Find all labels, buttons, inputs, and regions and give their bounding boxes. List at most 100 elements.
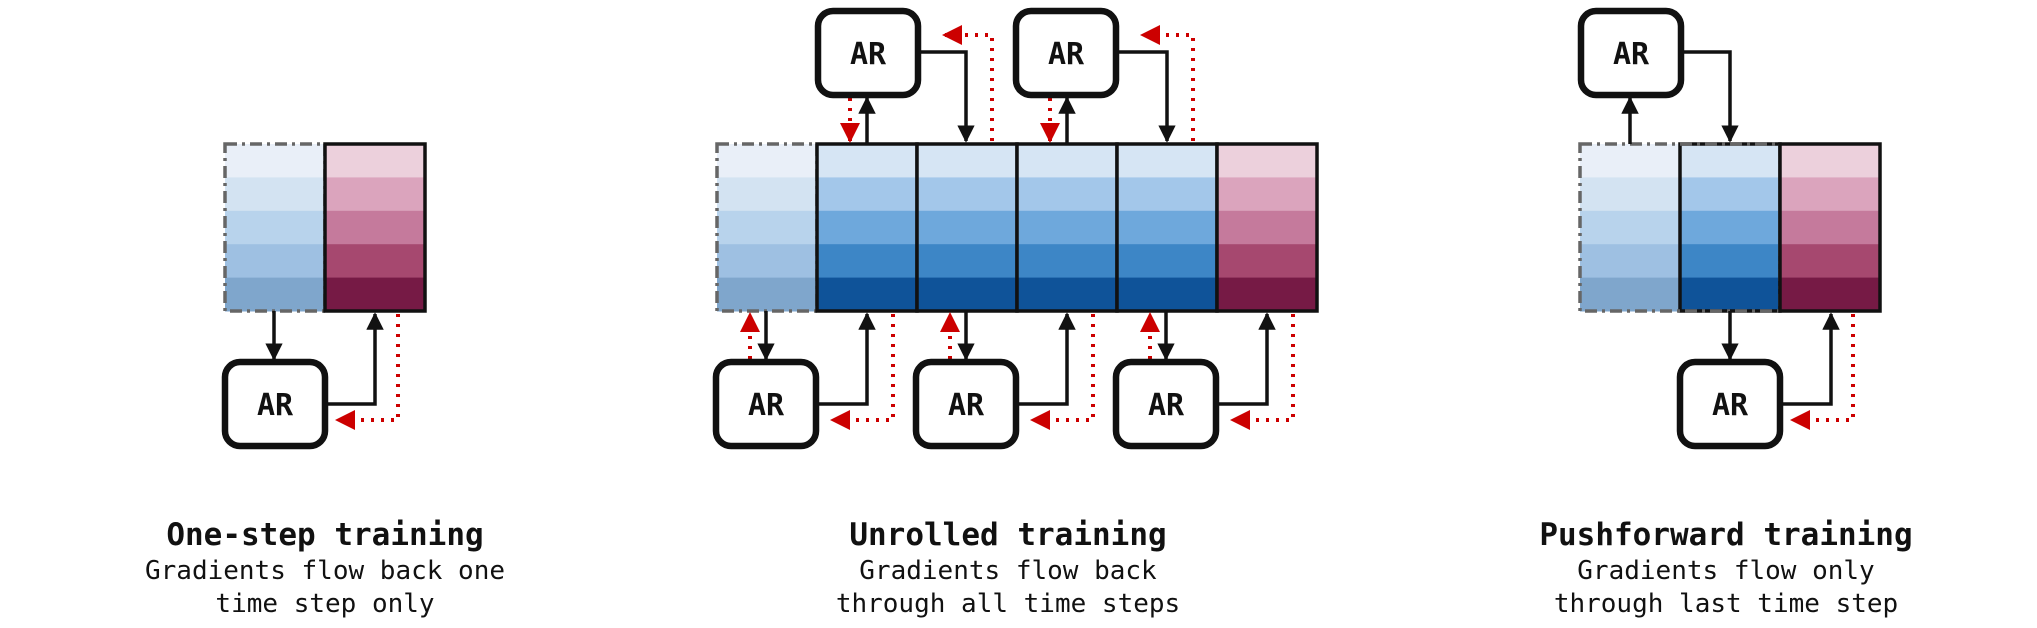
panel-title: One-step training [166,517,484,553]
tile-band [817,277,917,312]
tile-band [717,210,817,245]
predicted-state-tile [1678,142,1782,313]
tile-band [1780,244,1880,279]
tile-band [1017,277,1117,312]
panel-subtitle-line2: time step only [215,589,435,619]
forward-arrow [921,50,975,143]
tile-band [1580,244,1680,279]
tile-border [1215,142,1319,313]
ar-model-box [1112,358,1220,450]
tile-band [917,210,1017,245]
tile-band [1017,244,1117,279]
tile-band [1117,277,1217,312]
tile-band [1580,277,1680,312]
ar-model-box [814,7,922,99]
ar-model-label: AR [948,388,985,423]
gradient-arrow [1140,25,1195,141]
tile-band [917,177,1017,212]
tile-band [717,244,817,279]
tile-band [1580,177,1680,212]
tile-band [1117,244,1217,279]
ar-model-label: AR [257,388,294,423]
tile-band [817,244,917,279]
tile-band [1780,277,1880,312]
forward-arrow [1684,50,1739,143]
tile-band [325,210,425,245]
panel-subtitle-line1: Gradients flow back one [144,556,506,586]
ar-model-box [221,358,329,450]
panel-subtitle-line1: Gradients flow back [859,556,1157,586]
caption-pushforward: Pushforward training Gradients flow only… [1466,515,1986,621]
caption-unrolled: Unrolled training Gradients flow back th… [748,515,1268,621]
ar-model-label: AR [1148,388,1185,423]
tile-band [1780,144,1880,178]
tile-band [917,244,1017,279]
tile-band [1580,144,1680,178]
ar-model-label: AR [1613,37,1650,72]
tile-band [325,244,425,279]
tile-band [1117,144,1217,178]
panel-subtitle-line2: through last time step [1553,589,1899,619]
panel-subtitle-line1: Gradients flow only [1577,556,1875,586]
tile-band [325,144,425,178]
predicted-state-tile [815,142,919,313]
predicted-state-tile [915,142,1019,313]
tile-band [1680,144,1780,178]
ar-model-box [1577,7,1685,99]
tile-band [325,177,425,212]
tile-band [225,244,325,279]
forward-arrow [1219,312,1276,406]
panel-title: Pushforward training [1539,517,1913,553]
ar-model-label: AR [1712,388,1749,423]
tile-band [225,210,325,245]
tile-border [323,142,427,313]
caption-one-step: One-step training Gradients flow back on… [65,515,585,621]
tile-band [1217,144,1317,178]
forward-arrow [1783,312,1840,406]
tile-band [817,177,917,212]
tile-band [1580,210,1680,245]
tile-band [1680,277,1780,312]
ar-model-label: AR [748,388,785,423]
ar-model-box [912,358,1020,450]
tile-band [917,144,1017,178]
tile-band [1017,144,1117,178]
panel-subtitle-line2: through all time steps [835,589,1181,619]
ar-model-label: AR [850,37,887,72]
tile-band [1117,177,1217,212]
forward-arrow [819,312,876,406]
tile-band [1680,244,1780,279]
tile-band [1217,210,1317,245]
tile-band [225,277,325,312]
ar-model-box [1676,358,1784,450]
target-state-tile [1215,142,1319,313]
ar-model-box [712,358,820,450]
tile-band [717,144,817,178]
predicted-state-tile [1015,142,1119,313]
tile-band [1680,177,1780,212]
forward-arrow [1119,50,1176,143]
panel-title: Unrolled training [849,517,1167,553]
input-state-tile [1580,144,1680,312]
target-state-tile [323,142,427,313]
tile-band [1217,277,1317,312]
ar-model-label: AR [1048,37,1085,72]
tile-band [717,177,817,212]
tile-band [225,144,325,178]
tile-border [1778,142,1882,313]
tile-band [817,144,917,178]
tile-band [325,277,425,312]
input-state-tile [717,144,817,312]
tile-band [1017,177,1117,212]
ar-model-box [1012,7,1120,99]
tile-band [1117,210,1217,245]
target-state-tile [1778,142,1882,313]
forward-arrow [328,312,384,406]
tile-band [1780,210,1880,245]
tile-band [1680,210,1780,245]
tile-band [817,210,917,245]
tile-band [1217,177,1317,212]
tile-band [917,277,1017,312]
predicted-state-tile [1115,142,1219,313]
